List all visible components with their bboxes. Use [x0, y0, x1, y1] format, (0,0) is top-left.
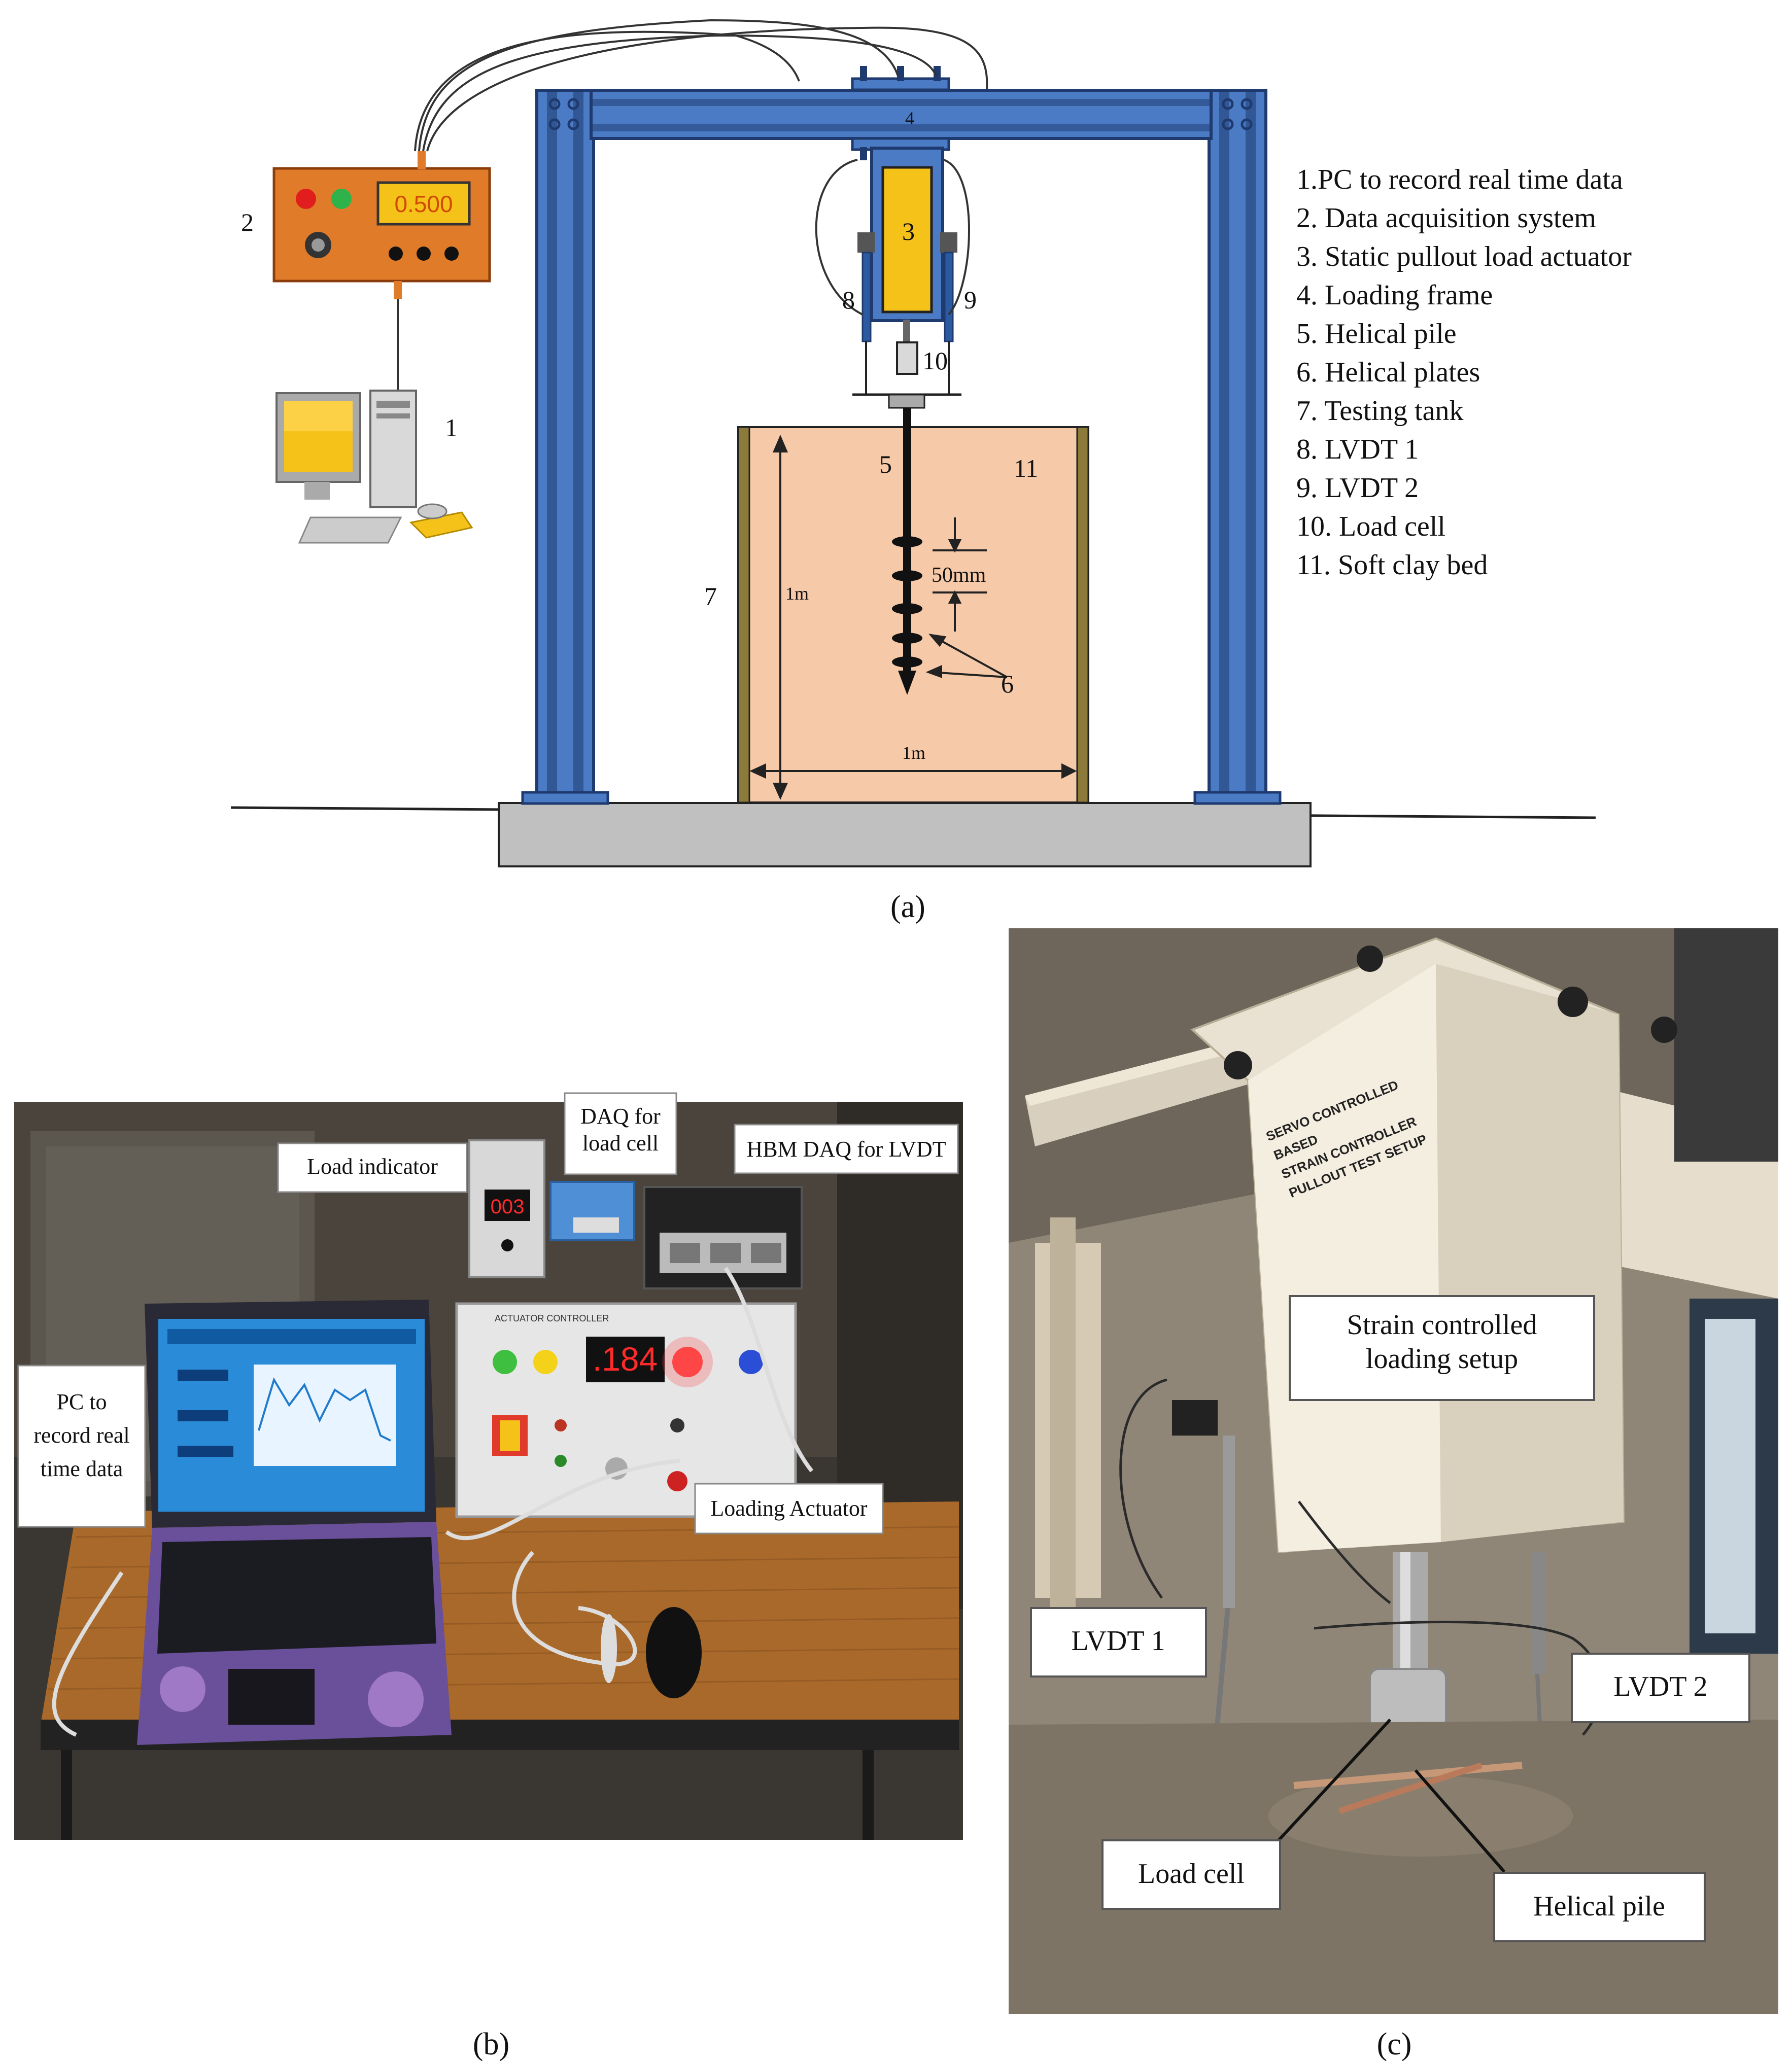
legend-item: 6. Helical plates	[1296, 357, 1480, 388]
panel-a-labels: 1 2 3 4 5 6 7 8 9 10 11 50mm 1m 1m (a)	[241, 108, 1038, 924]
legend-item: 8. LVDT 1	[1296, 434, 1419, 465]
label-num-4: 4	[905, 108, 914, 128]
legend-item: 7. Testing tank	[1296, 395, 1463, 427]
lvdt-1-photo	[1223, 1436, 1235, 1608]
label-num-5: 5	[879, 450, 892, 478]
label-num-11: 11	[1014, 454, 1038, 482]
label-num-7: 7	[704, 582, 717, 610]
daq-display	[376, 181, 471, 226]
loading-frame	[521, 66, 1282, 805]
legend-item: 11. Soft clay bed	[1296, 549, 1488, 581]
dim-spacing-label: 50mm	[932, 564, 986, 587]
caption-c: (c)	[1377, 2027, 1412, 2061]
caption-b: (b)	[473, 2027, 509, 2061]
legend-item: 9. LVDT 2	[1296, 472, 1419, 504]
lvdt-2-clamp	[940, 232, 957, 253]
legend-item: 1.PC to record real time data	[1296, 164, 1623, 195]
label-load-indicator: Load indicator	[307, 1154, 438, 1179]
helical-plates	[892, 536, 922, 668]
label-num-8: 8	[842, 286, 855, 314]
frame-left-column	[535, 89, 595, 803]
panel-a-legend: 1.PC to record real time data 2. Data ac…	[1296, 164, 1632, 581]
load-indicator-value: 003	[491, 1196, 525, 1218]
label-num-6: 6	[1001, 670, 1014, 698]
label-num-10: 10	[922, 346, 948, 375]
label-helical-pile: Helical pile	[1533, 1891, 1665, 1922]
legend-item: 5. Helical pile	[1296, 318, 1457, 350]
panel-a-schematic	[230, 19, 1596, 867]
concrete-base	[498, 802, 1312, 867]
label-hbm-daq: HBM DAQ for LVDT	[746, 1137, 946, 1162]
lvdt-2-photo	[1532, 1552, 1545, 1674]
testing-tank	[737, 426, 1089, 804]
label-num-1: 1	[445, 413, 458, 442]
daq-green-led	[331, 189, 352, 209]
label-lvdt-2: LVDT 2	[1613, 1671, 1707, 1702]
lvdt-2-rod	[944, 252, 954, 342]
legend-item: 4. Loading frame	[1296, 280, 1493, 311]
daq-red-led	[296, 189, 316, 209]
pc-tower	[369, 390, 417, 508]
pc-schematic	[275, 390, 473, 544]
controller-display-value: .184	[593, 1340, 658, 1378]
label-loading-actuator: Loading Actuator	[710, 1496, 867, 1521]
laptop	[137, 1300, 452, 1745]
legend-item: 10. Load cell	[1296, 511, 1445, 542]
label-num-3: 3	[902, 217, 915, 246]
label-load-cell: Load cell	[1138, 1858, 1245, 1890]
panel-b-photo: 003 ACTUATOR CONTROLLER .184	[14, 1102, 963, 1840]
load-cell-schematic	[896, 341, 918, 375]
dim-height-label: 1m	[785, 583, 809, 604]
dim-width-label: 1m	[902, 743, 925, 763]
caption-a: (a)	[890, 890, 925, 924]
lvdt-1-clamp	[857, 232, 875, 253]
static-pullout-actuator	[881, 166, 933, 313]
legend-item: 3. Static pullout load actuator	[1296, 241, 1632, 272]
load-cell-photo	[1369, 1668, 1447, 1731]
controller-title: ACTUATOR CONTROLLER	[495, 1313, 609, 1323]
label-num-2: 2	[241, 208, 254, 236]
label-lvdt-1: LVDT 1	[1071, 1625, 1165, 1657]
legend-item: 2. Data acquisition system	[1296, 202, 1596, 234]
lvdt-1-rod	[861, 252, 872, 342]
label-num-9: 9	[964, 286, 977, 314]
daq-readout: 0.500	[394, 191, 453, 217]
tank-wall-left	[737, 426, 750, 804]
frame-right-column	[1208, 89, 1267, 803]
mouse	[646, 1607, 702, 1698]
tank-wall-right	[1076, 426, 1089, 804]
